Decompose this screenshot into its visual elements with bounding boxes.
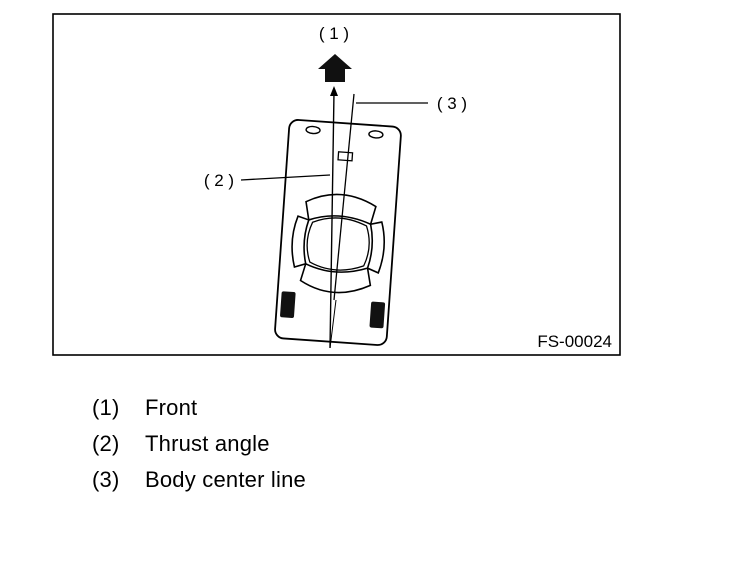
legend-label: Thrust angle	[145, 431, 270, 456]
thrust-line	[329, 91, 335, 349]
legend-label: Front	[145, 395, 198, 420]
legend: (1) Front (2) Thrust angle (3) Body cent…	[92, 395, 492, 503]
callout-3: ( 3 )	[437, 94, 467, 113]
figure-frame	[52, 13, 621, 356]
body-center-line-lower	[329, 299, 337, 349]
front-arrow-icon	[318, 54, 352, 82]
callout-2-leader	[240, 174, 331, 181]
legend-label: Body center line	[145, 467, 306, 492]
legend-number: (1)	[92, 395, 120, 420]
legend-item: (1) Front	[92, 395, 492, 431]
figure-id: FS-00024	[537, 332, 612, 351]
callout-1: ( 1 )	[319, 24, 349, 43]
thrust-arrowhead	[330, 86, 338, 96]
legend-item: (3) Body center line	[92, 467, 492, 503]
legend-number: (2)	[92, 431, 120, 456]
legend-item: (2) Thrust angle	[92, 431, 492, 467]
vehicle-body	[274, 119, 402, 346]
callout-2: ( 2 )	[204, 171, 234, 190]
legend-number: (3)	[92, 467, 120, 492]
body-center-line	[333, 93, 355, 301]
